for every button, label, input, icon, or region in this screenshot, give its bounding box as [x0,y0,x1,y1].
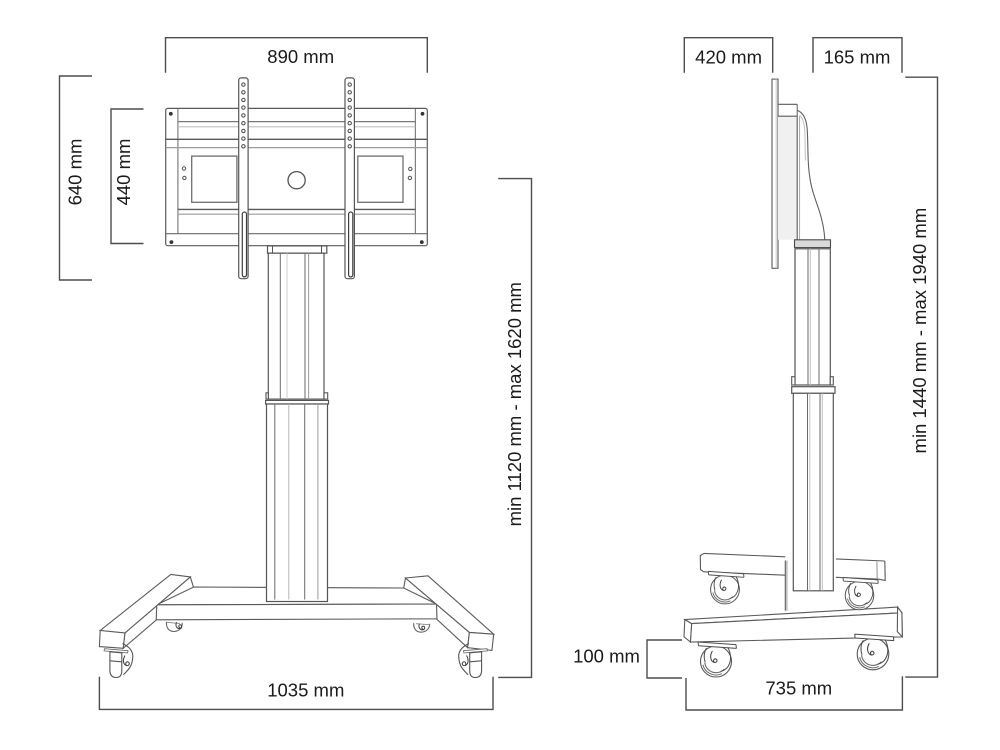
svg-text:100 mm: 100 mm [573,646,640,667]
svg-text:735 mm: 735 mm [765,678,832,699]
svg-text:165 mm: 165 mm [824,47,891,68]
svg-text:890 mm: 890 mm [267,46,334,67]
svg-text:640 mm: 640 mm [65,139,86,206]
svg-text:440 mm: 440 mm [113,139,134,206]
svg-text:min 1120 mm - max 1620 mm: min 1120 mm - max 1620 mm [504,282,525,526]
svg-text:1035 mm: 1035 mm [267,680,344,701]
svg-text:min 1440 mm - max 1940 mm: min 1440 mm - max 1940 mm [909,208,930,454]
svg-text:420 mm: 420 mm [695,47,762,68]
